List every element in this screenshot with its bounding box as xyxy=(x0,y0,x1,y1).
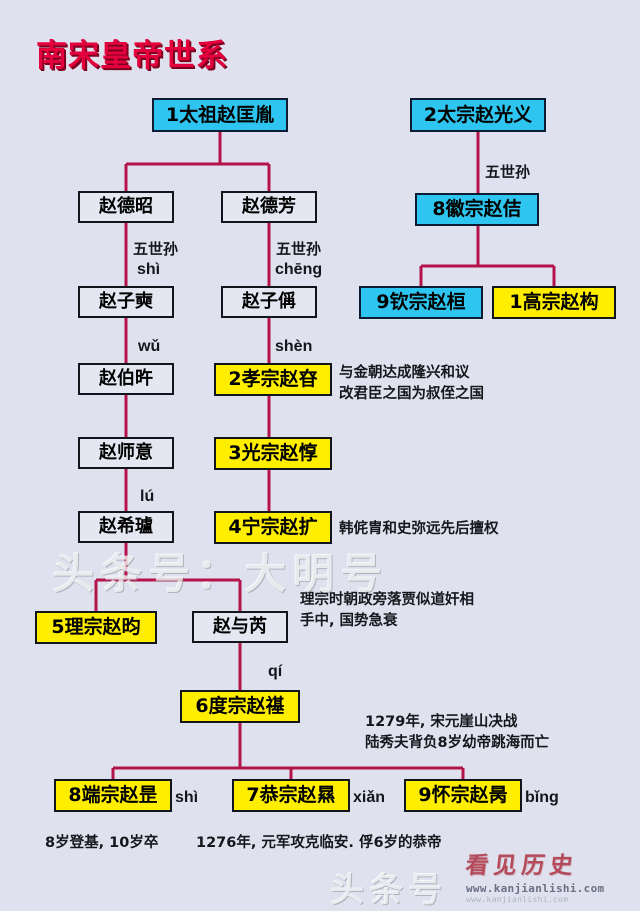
node-yurui[interactable]: 赵与芮 xyxy=(192,611,288,643)
label-py-lu: lú xyxy=(140,488,155,505)
node-dezhao[interactable]: 赵德昭 xyxy=(78,191,174,223)
node-bowu[interactable]: 赵伯旿 xyxy=(78,363,174,395)
logo-url: www.kanjianlishi.com xyxy=(466,882,605,895)
node-huaizong[interactable]: 9怀宗赵昺 xyxy=(404,779,522,812)
label-py-shi2: shì xyxy=(175,789,199,806)
note-hantuozhou: 韩侂胄和史弥远先后擅权 xyxy=(339,521,499,537)
node-duzong[interactable]: 6度宗赵禥 xyxy=(180,690,300,723)
label-py-cheng: chēng xyxy=(275,261,323,278)
node-duanzong[interactable]: 8端宗赵昰 xyxy=(54,779,172,812)
note-linan: 1276年, 元军攻克临安. 俘6岁的恭帝 xyxy=(196,835,442,851)
note-longxing: 与金朝达成隆兴和议 改君臣之国为叔侄之国 xyxy=(339,365,484,403)
label-gen-defang: 五世孙 xyxy=(276,240,322,258)
node-shiyi[interactable]: 赵师意 xyxy=(78,437,174,469)
node-qinzong[interactable]: 9钦宗赵桓 xyxy=(359,286,483,319)
node-zishi[interactable]: 赵子奭 xyxy=(78,286,174,318)
label-py-bing: bǐng xyxy=(525,789,559,806)
label-gen-dezhao: 五世孙 xyxy=(133,240,179,258)
note-yashan: 1279年, 宋元崖山决战 陆秀夫背负8岁幼帝跳海而亡 xyxy=(365,714,550,752)
page-title: 南宋皇帝世系 xyxy=(36,38,228,74)
note-lizong: 理宗时朝政旁落贾似道奸相 手中, 国势急衰 xyxy=(300,592,474,630)
label-py-wu: wǔ xyxy=(138,338,161,355)
node-gongzong[interactable]: 7恭宗赵㬎 xyxy=(232,779,350,812)
node-ningzong[interactable]: 4宁宗赵扩 xyxy=(214,511,332,544)
node-lizong[interactable]: 5理宗赵昀 xyxy=(35,611,157,644)
label-py-xian: xiǎn xyxy=(353,789,386,806)
node-xilu[interactable]: 赵希瓐 xyxy=(78,511,174,543)
logo-name: 看见历史 xyxy=(464,852,580,879)
label-py-shen: shèn xyxy=(275,338,313,355)
logo-url-shadow: www.kanjianlishi.com xyxy=(466,895,569,904)
node-xiaozong[interactable]: 2孝宗赵昚 xyxy=(214,363,332,396)
node-zicheng[interactable]: 赵子偁 xyxy=(221,286,317,318)
node-taizu[interactable]: 1太祖赵匡胤 xyxy=(152,98,288,132)
node-huizong[interactable]: 8徽宗赵佶 xyxy=(415,193,539,226)
node-defang[interactable]: 赵德芳 xyxy=(221,191,317,223)
node-gaozong[interactable]: 1高宗赵构 xyxy=(492,286,616,319)
label-gen-taizong: 五世孙 xyxy=(485,163,531,181)
node-guangzong[interactable]: 3光宗赵惇 xyxy=(214,437,332,470)
site-logo: 看见历史 www.kanjianlishi.com www.kanjianlis… xyxy=(464,846,626,904)
label-py-qi: qí xyxy=(268,663,283,680)
note-duanzong: 8岁登基, 10岁卒 xyxy=(45,835,159,851)
node-taizong[interactable]: 2太宗赵光义 xyxy=(410,98,546,132)
label-py-shi: shì xyxy=(137,261,161,278)
